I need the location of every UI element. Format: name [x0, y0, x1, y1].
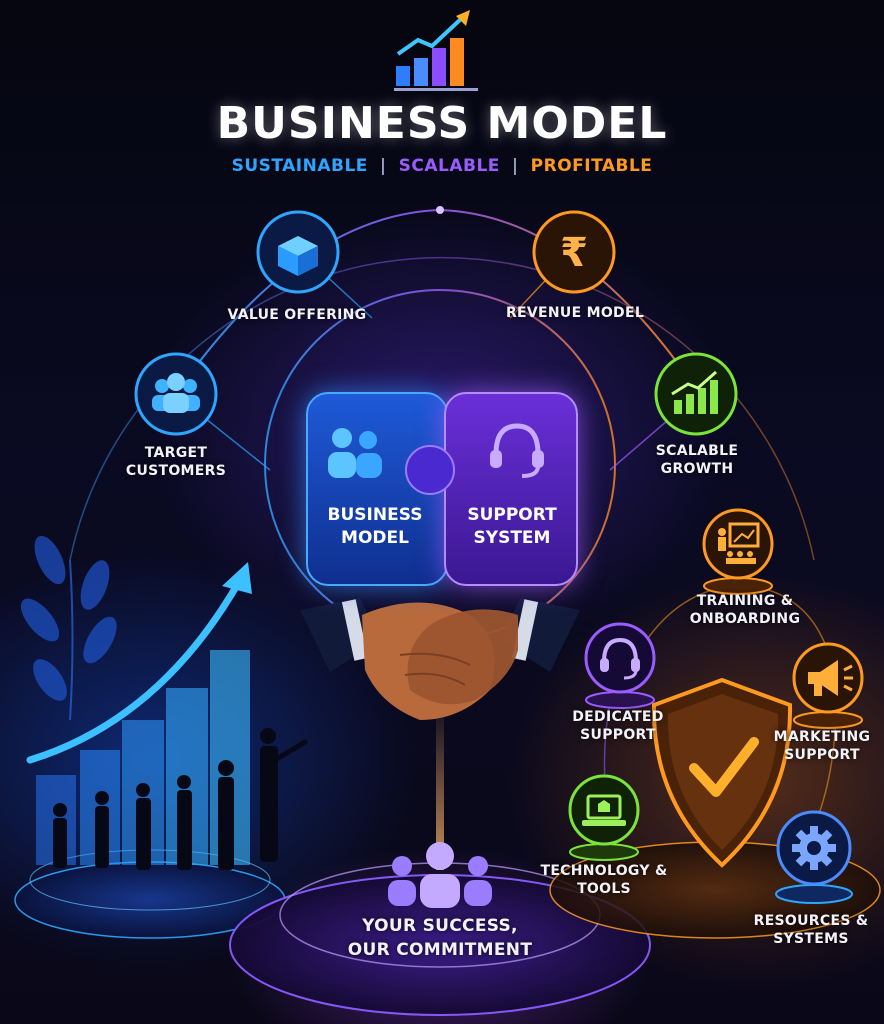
headset-icon: [584, 622, 656, 709]
tag-separator: |: [379, 156, 387, 176]
tag-scalable: SCALABLE: [398, 156, 500, 176]
tagline: SUSTAINABLE | SCALABLE | PROFITABLE: [0, 156, 884, 176]
ring-label-target-customers: TARGET CUSTOMERS: [125, 445, 227, 479]
puzzle-label-business-model: BUSINESS MODEL: [327, 505, 423, 548]
box-icon: [256, 210, 340, 294]
laptop-icon: [568, 774, 640, 861]
support-label-dedicated: DEDICATED SUPPORT: [572, 709, 664, 743]
group-icon: [328, 428, 382, 478]
page-title: BUSINESS MODEL: [216, 98, 668, 149]
svg-text:₹: ₹: [560, 230, 588, 276]
presentation-icon: [702, 508, 774, 595]
tag-sustainable: SUSTAINABLE: [231, 156, 368, 176]
headset-icon: [490, 423, 544, 478]
support-label-marketing: MARKETING SUPPORT: [773, 729, 871, 763]
commitment-line-1: YOUR SUCCESS,: [362, 916, 518, 936]
puzzle-joint: [405, 445, 455, 495]
commitment-line-2: OUR COMMITMENT: [347, 940, 533, 960]
puzzle-label-support-system: SUPPORT SYSTEM: [467, 505, 557, 548]
tag-profitable: PROFITABLE: [530, 156, 653, 176]
tag-separator: |: [511, 156, 519, 176]
commitment-text: YOUR SUCCESS, OUR COMMITMENT: [300, 914, 580, 962]
ring-label-value-offering: VALUE OFFERING: [227, 307, 367, 323]
support-label-technology: TECHNOLOGY & TOOLS: [540, 863, 668, 897]
ring-label-revenue-model: REVENUE MODEL: [505, 305, 645, 321]
ring-label-scalable-growth: SCALABLE GROWTH: [655, 443, 739, 477]
gear-icon: [775, 810, 853, 904]
growth-logo-icon: [394, 10, 478, 91]
group-icon: [134, 352, 218, 436]
support-label-resources: RESOURCES & SYSTEMS: [753, 913, 869, 947]
support-label-training: TRAINING & ONBOARDING: [689, 593, 801, 627]
team-icon: [388, 842, 492, 908]
rupee-icon: ₹: [532, 210, 616, 294]
growth-chart-icon: [654, 352, 738, 436]
megaphone-icon: [792, 642, 864, 729]
